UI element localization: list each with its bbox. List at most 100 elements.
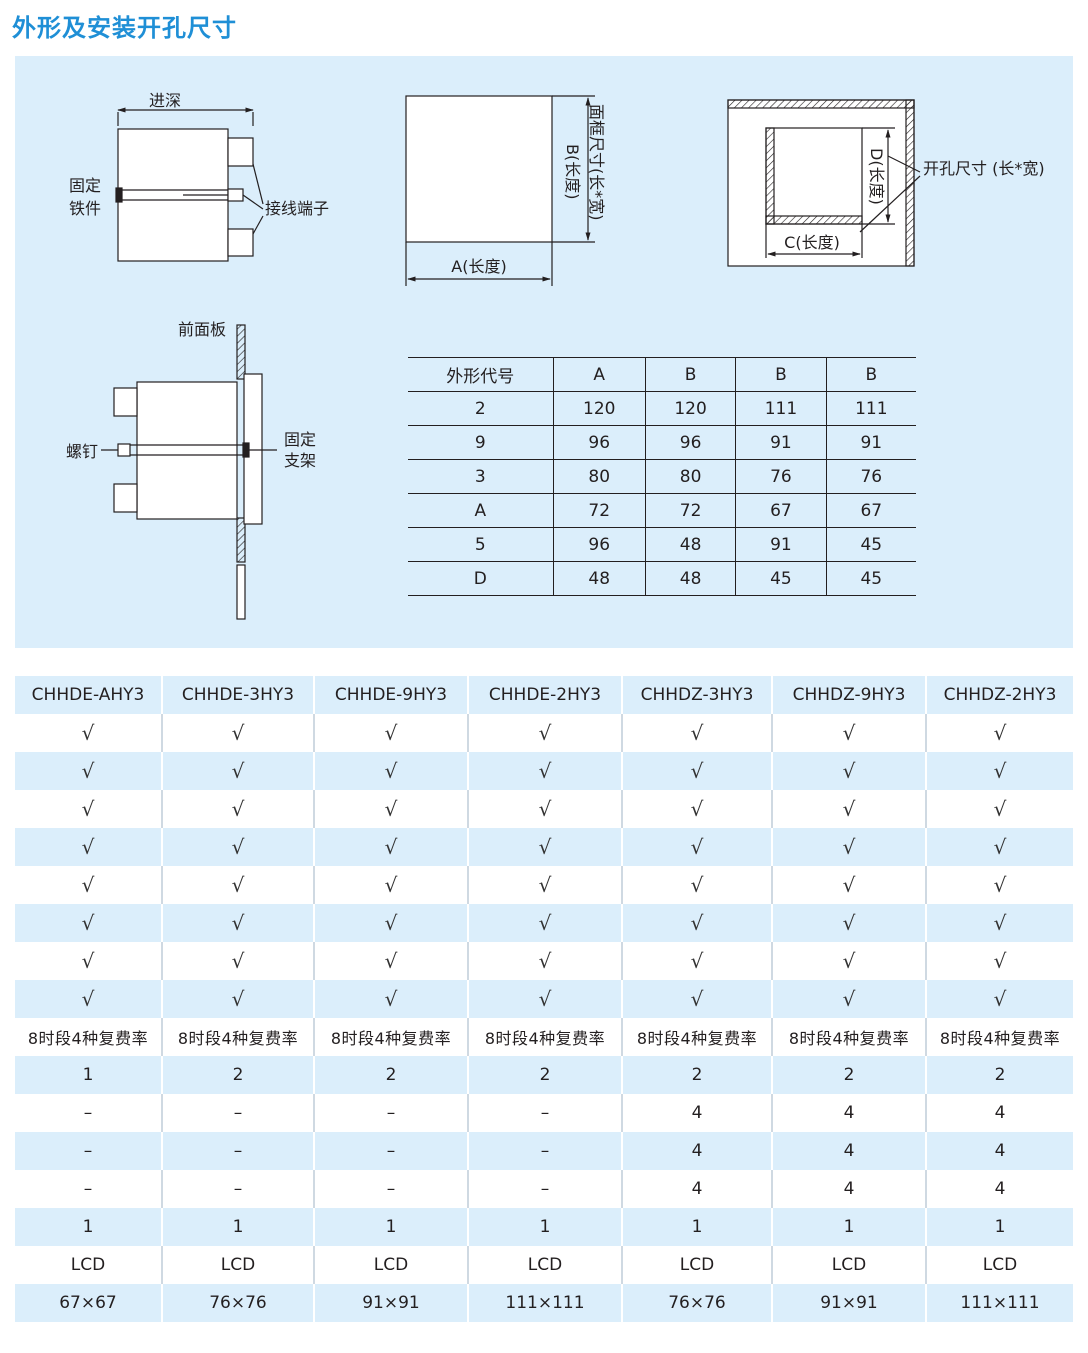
spec-cell: √ [313, 866, 468, 904]
spec-cell: √ [161, 752, 314, 790]
spec-cell: √ [771, 714, 926, 752]
spec-cell: √ [621, 714, 772, 752]
spec-cell: √ [161, 942, 314, 980]
diagram-panel: 进深 固定 铁件 接线端子 面框尺寸(长*宽) B(长度) A(长度) [15, 56, 1073, 648]
model-header: CHHDE-9HY3 [313, 676, 468, 714]
spec-cell: 111×111 [925, 1284, 1073, 1322]
dimension-cell: 67 [825, 493, 916, 528]
dim-header: A [552, 357, 646, 392]
model-header: CHHDZ-9HY3 [771, 676, 926, 714]
spec-row: √√√√√√√ [15, 752, 1073, 790]
b-length-label: B(长度) [563, 144, 582, 199]
spec-cell: √ [925, 752, 1073, 790]
spec-cell: 8时段4种复费率 [313, 1018, 468, 1056]
dimension-cell: 76 [735, 459, 827, 494]
spec-cell: LCD [161, 1246, 314, 1284]
spec-cell: √ [161, 790, 314, 828]
spec-cell: √ [925, 980, 1073, 1018]
spec-cell: √ [925, 866, 1073, 904]
spec-cell: 91×91 [313, 1284, 468, 1322]
spec-header-row: CHHDE-AHY3 CHHDE-3HY3 CHHDE-9HY3 CHHDE-2… [15, 676, 1073, 714]
spec-cell: √ [621, 866, 772, 904]
spec-cell: √ [161, 828, 314, 866]
dimension-cell: 80 [552, 459, 646, 494]
spec-cell: 1 [15, 1208, 162, 1246]
spec-cell: LCD [15, 1246, 162, 1284]
spec-cell: √ [313, 942, 468, 980]
spec-cell: √ [467, 790, 622, 828]
spec-cell: √ [467, 828, 622, 866]
dimension-cell: 3 [408, 459, 554, 494]
spec-cell: 2 [621, 1056, 772, 1094]
spec-cell: – [467, 1094, 622, 1132]
terminal-label: 接线端子 [265, 199, 329, 218]
fixed-iron-label-1: 固定 [69, 176, 101, 195]
spec-cell: 1 [161, 1208, 314, 1246]
spec-cell: √ [771, 752, 926, 790]
dimension-cell: 67 [735, 493, 827, 528]
bracket-label-1: 固定 [284, 430, 316, 449]
spec-cell: 8时段4种复费率 [15, 1018, 162, 1056]
spec-cell: LCD [467, 1246, 622, 1284]
dimension-cell: D [408, 561, 554, 596]
spec-cell: √ [771, 790, 926, 828]
spec-cell: √ [925, 790, 1073, 828]
spec-cell: √ [313, 828, 468, 866]
dimension-cell: 45 [825, 527, 916, 562]
spec-cell: √ [925, 942, 1073, 980]
dimension-cell: 91 [825, 425, 916, 460]
spec-cell: 8时段4种复费率 [161, 1018, 314, 1056]
spec-cell: √ [467, 752, 622, 790]
spec-cell: 4 [925, 1132, 1073, 1170]
spec-cell: √ [467, 866, 622, 904]
spec-cell: √ [771, 942, 926, 980]
spec-cell: √ [161, 904, 314, 942]
spec-cell: √ [925, 714, 1073, 752]
spec-cell: √ [621, 752, 772, 790]
cutout-size-label: 开孔尺寸 (长*宽) [923, 159, 1045, 178]
spec-cell: √ [925, 904, 1073, 942]
spec-row: √√√√√√√ [15, 714, 1073, 752]
spec-cell: 2 [313, 1056, 468, 1094]
spec-cell: – [313, 1170, 468, 1208]
model-header: CHHDE-AHY3 [15, 676, 162, 714]
spec-cell: √ [161, 714, 314, 752]
c-length-label: C(长度) [784, 233, 840, 252]
fixed-iron-label-2: 铁件 [69, 199, 101, 218]
spec-cell: √ [771, 828, 926, 866]
spec-cell: – [467, 1170, 622, 1208]
dimension-cell: 48 [644, 527, 736, 562]
model-header: CHHDE-2HY3 [467, 676, 622, 714]
spec-cell: – [313, 1094, 468, 1132]
frame-size-label: 面框尺寸(长*宽) [587, 104, 606, 221]
spec-cell: 2 [771, 1056, 926, 1094]
spec-cell: – [161, 1170, 314, 1208]
spec-cell: 1 [925, 1208, 1073, 1246]
spec-cell: LCD [313, 1246, 468, 1284]
dim-header: B [735, 357, 827, 392]
spec-cell: √ [15, 828, 162, 866]
spec-row: √√√√√√√ [15, 828, 1073, 866]
installation-diagrams: 进深 固定 铁件 接线端子 面框尺寸(长*宽) B(长度) A(长度) [66, 91, 1045, 620]
model-header: CHHDZ-3HY3 [621, 676, 772, 714]
spec-cell: 8时段4种复费率 [621, 1018, 772, 1056]
spec-cell: 2 [925, 1056, 1073, 1094]
dimension-cell: 120 [552, 391, 646, 426]
dimension-cell: 91 [735, 425, 827, 460]
spec-cell: √ [15, 866, 162, 904]
spec-cell: 1 [313, 1208, 468, 1246]
dimension-cell: 91 [735, 527, 827, 562]
spec-cell: 1 [771, 1208, 926, 1246]
spec-cell: √ [771, 866, 926, 904]
dimension-cell: 9 [408, 425, 554, 460]
screw-label: 螺钉 [66, 442, 98, 461]
spec-cell: √ [621, 904, 772, 942]
page-title: 外形及安装开孔尺寸 [12, 14, 237, 42]
